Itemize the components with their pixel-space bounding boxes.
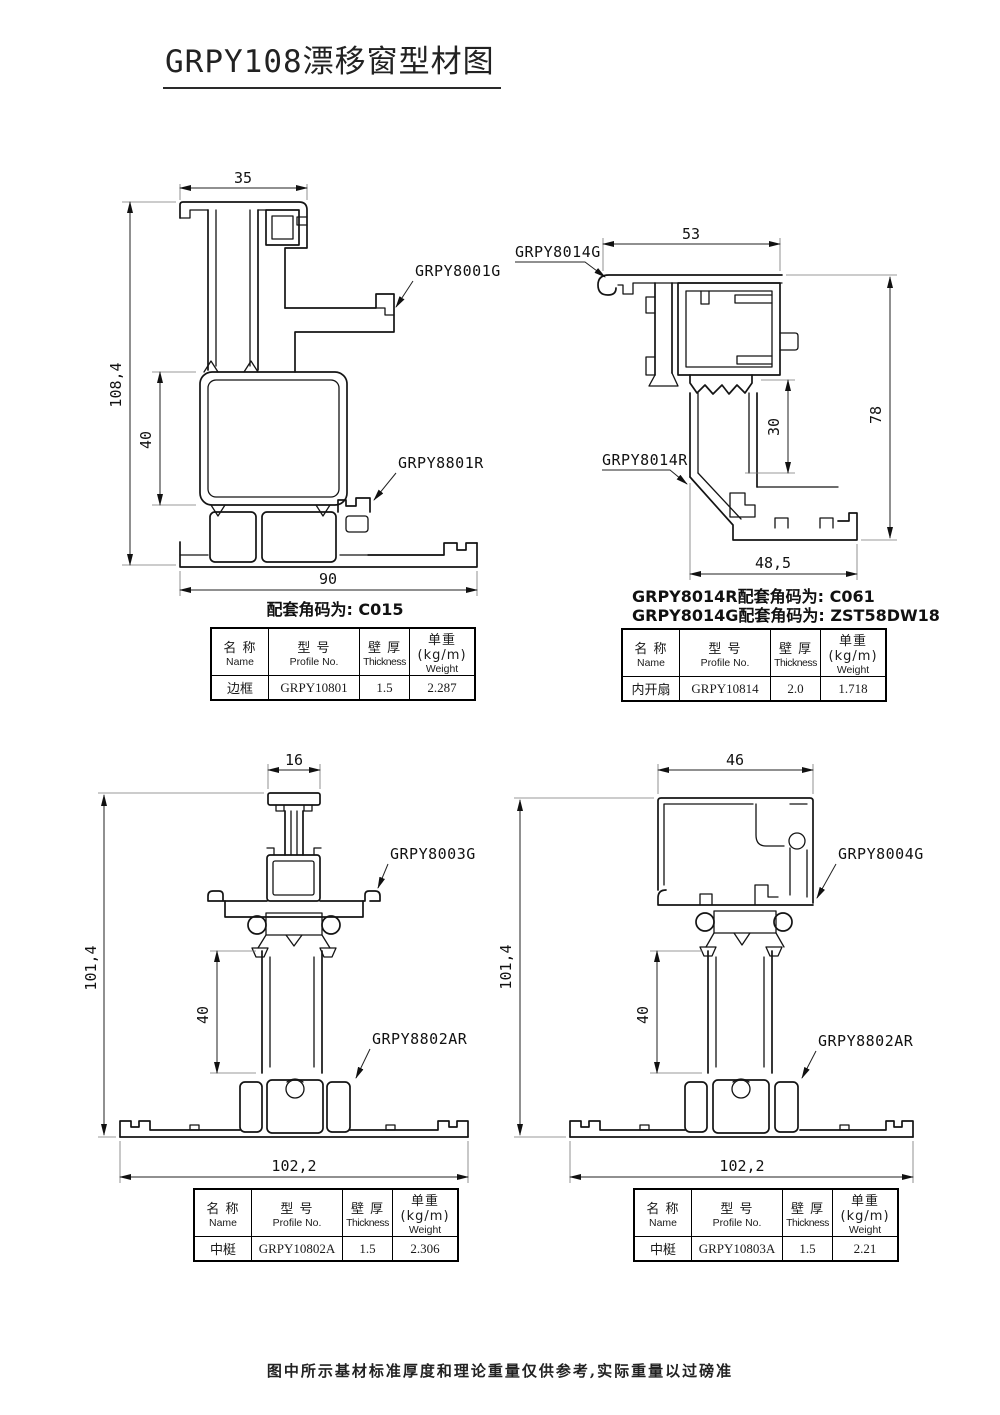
- table-row: 边框 GRPY10801 1.5 2.287: [210, 675, 476, 701]
- col-model-header: 型 号 Profile No.: [251, 1188, 343, 1237]
- col-thickness-header: 壁 厚 Thickness: [358, 627, 411, 676]
- frame-corner-code-note: 配套角码为: C015: [266, 600, 404, 619]
- col-weight-header: 单重(kg/m) Weight: [409, 627, 476, 676]
- dim-sash-top: 53: [682, 225, 700, 243]
- mullion-b-spec-table: 名 称 Name 型 号 Profile No. 壁 厚 Thickness 单…: [633, 1188, 900, 1262]
- drawing-mullion-a-profile: 16 101,4 40 102,2 GRPY8003G GRPY8802AR: [82, 751, 475, 1183]
- label-grpy8003g: GRPY8003G: [390, 845, 476, 863]
- col-thickness-header: 壁 厚 Thickness: [769, 628, 822, 677]
- drawing-frame-profile: 35 108,4 40 90 GRPY8001G GRPY8801R: [107, 169, 501, 596]
- label-grpy8014g: GRPY8014G: [515, 243, 601, 261]
- table-row: 中梃 GRPY10803A 1.5 2.21: [633, 1236, 899, 1262]
- label-grpy8802ar: GRPY8802AR: [818, 1032, 914, 1050]
- mullion-b-profile-outline: [569, 797, 914, 1138]
- dim-frame-bottom: 90: [319, 570, 337, 588]
- col-name-header: 名 称 Name: [621, 628, 680, 677]
- mullion-b-dimensions: 46 101,4 40 102,2 GRPY8004G GRPY8802AR: [497, 751, 924, 1183]
- dim-mullion-a-bottom: 102,2: [271, 1157, 316, 1175]
- dim-mullion-b-inner: 40: [634, 1006, 652, 1024]
- col-model-header: 型 号 Profile No.: [679, 628, 771, 677]
- dim-sash-inner: 30: [765, 418, 783, 436]
- label-grpy8802ar: GRPY8802AR: [372, 1030, 468, 1048]
- footer-disclaimer: 图中所示基材标准厚度和理论重量仅供参考,实际重量以过磅准: [266, 1362, 734, 1380]
- col-weight-header: 单重(kg/m) Weight: [392, 1188, 459, 1237]
- mullion-a-dimensions: 16 101,4 40 102,2 GRPY8003G GRPY8802AR: [82, 751, 476, 1183]
- dim-mullion-b-height: 101,4: [497, 944, 515, 989]
- col-weight-header: 单重(kg/m) Weight: [820, 628, 887, 677]
- dim-sash-height: 78: [867, 406, 885, 424]
- dim-frame-height: 108,4: [107, 362, 125, 407]
- sash-spec-table: 名 称 Name 型 号 Profile No. 壁 厚 Thickness 单…: [621, 628, 888, 702]
- col-name-header: 名 称 Name: [633, 1188, 692, 1237]
- label-grpy8001g: GRPY8001G: [415, 262, 501, 280]
- dim-mullion-b-top: 46: [726, 751, 744, 769]
- col-weight-header: 单重(kg/m) Weight: [832, 1188, 899, 1237]
- dim-mullion-b-bottom: 102,2: [719, 1157, 764, 1175]
- label-grpy8004g: GRPY8004G: [838, 845, 924, 863]
- col-model-header: 型 号 Profile No.: [268, 627, 360, 676]
- col-thickness-header: 壁 厚 Thickness: [341, 1188, 394, 1237]
- frame-profile-outline: [179, 201, 478, 568]
- sash-corner-code-note-2: GRPY8014G配套角码为: ZST58DW18: [632, 606, 940, 625]
- dim-frame-inner: 40: [137, 431, 155, 449]
- drawing-sash-profile: 53 78 30 48,5 GRPY8014G GRPY8014R: [515, 225, 897, 580]
- dim-sash-bottom: 48,5: [755, 554, 791, 572]
- label-grpy8801r: GRPY8801R: [398, 454, 484, 472]
- sash-dimensions: 53 78 30 48,5 GRPY8014G GRPY8014R: [515, 225, 897, 580]
- frame-spec-table: 名 称 Name 型 号 Profile No. 壁 厚 Thickness 单…: [210, 627, 477, 701]
- table-row: 内开扇 GRPY10814 2.0 1.718: [621, 676, 887, 702]
- col-thickness-header: 壁 厚 Thickness: [781, 1188, 834, 1237]
- mullion-a-profile-outline: [119, 792, 469, 1138]
- table-row: 中梃 GRPY10802A 1.5 2.306: [193, 1236, 459, 1262]
- page-title: GRPY108漂移窗型材图: [163, 36, 501, 89]
- frame-dimensions: 35 108,4 40 90 GRPY8001G GRPY8801R: [107, 169, 501, 596]
- dim-mullion-a-height: 101,4: [82, 945, 100, 990]
- col-name-header: 名 称 Name: [193, 1188, 252, 1237]
- dim-mullion-a-top: 16: [285, 751, 303, 769]
- dim-frame-top: 35: [234, 169, 252, 187]
- drawing-mullion-b-profile: 46 101,4 40 102,2 GRPY8004G GRPY8802AR: [497, 751, 923, 1183]
- col-model-header: 型 号 Profile No.: [691, 1188, 783, 1237]
- mullion-a-spec-table: 名 称 Name 型 号 Profile No. 壁 厚 Thickness 单…: [193, 1188, 460, 1262]
- sash-corner-code-note-1: GRPY8014R配套角码为: C061: [632, 587, 875, 606]
- sash-profile-outline: [597, 274, 858, 541]
- label-grpy8014r: GRPY8014R: [602, 451, 688, 469]
- dim-mullion-a-inner: 40: [194, 1006, 212, 1024]
- col-name-header: 名 称 Name: [210, 627, 269, 676]
